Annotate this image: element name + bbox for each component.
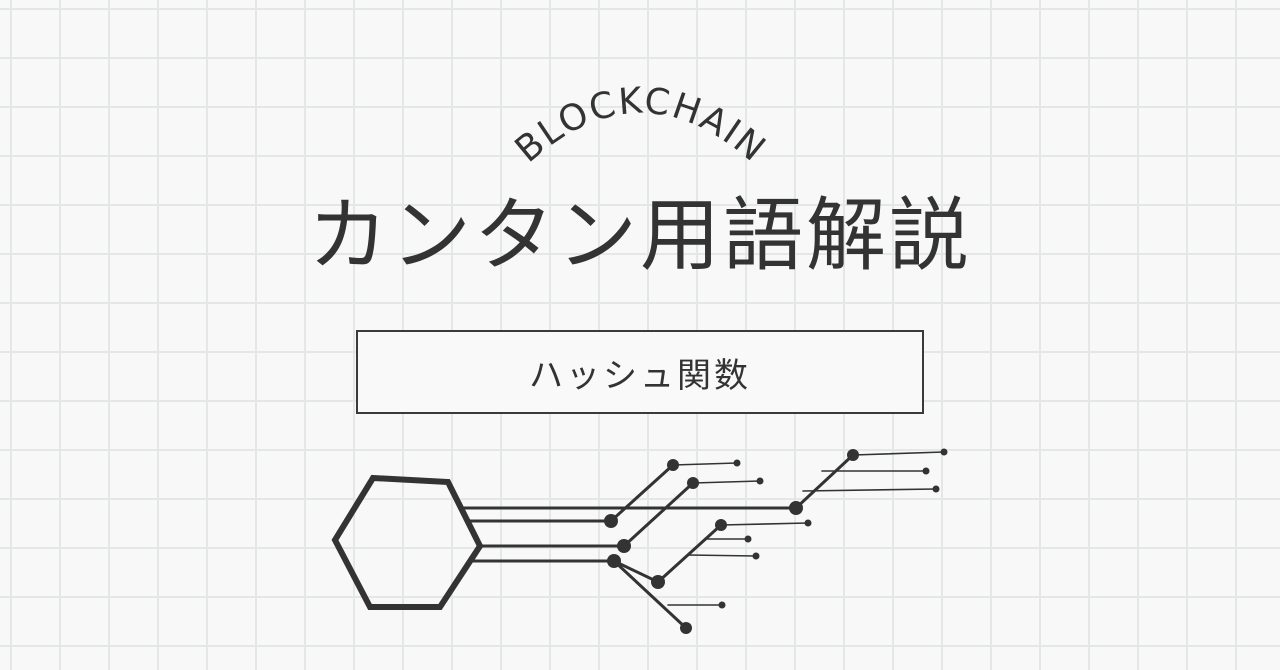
term-box: ハッシュ関数: [356, 330, 924, 414]
hexagon-shape: [331, 474, 484, 610]
blockchain-arc-text: BLOCKCHAIN: [508, 80, 774, 170]
blockchain-arc-heading: BLOCKCHAIN: [508, 80, 774, 170]
page-title: カンタン用語解説: [308, 189, 972, 282]
term-label: ハッシュ関数: [529, 355, 751, 396]
